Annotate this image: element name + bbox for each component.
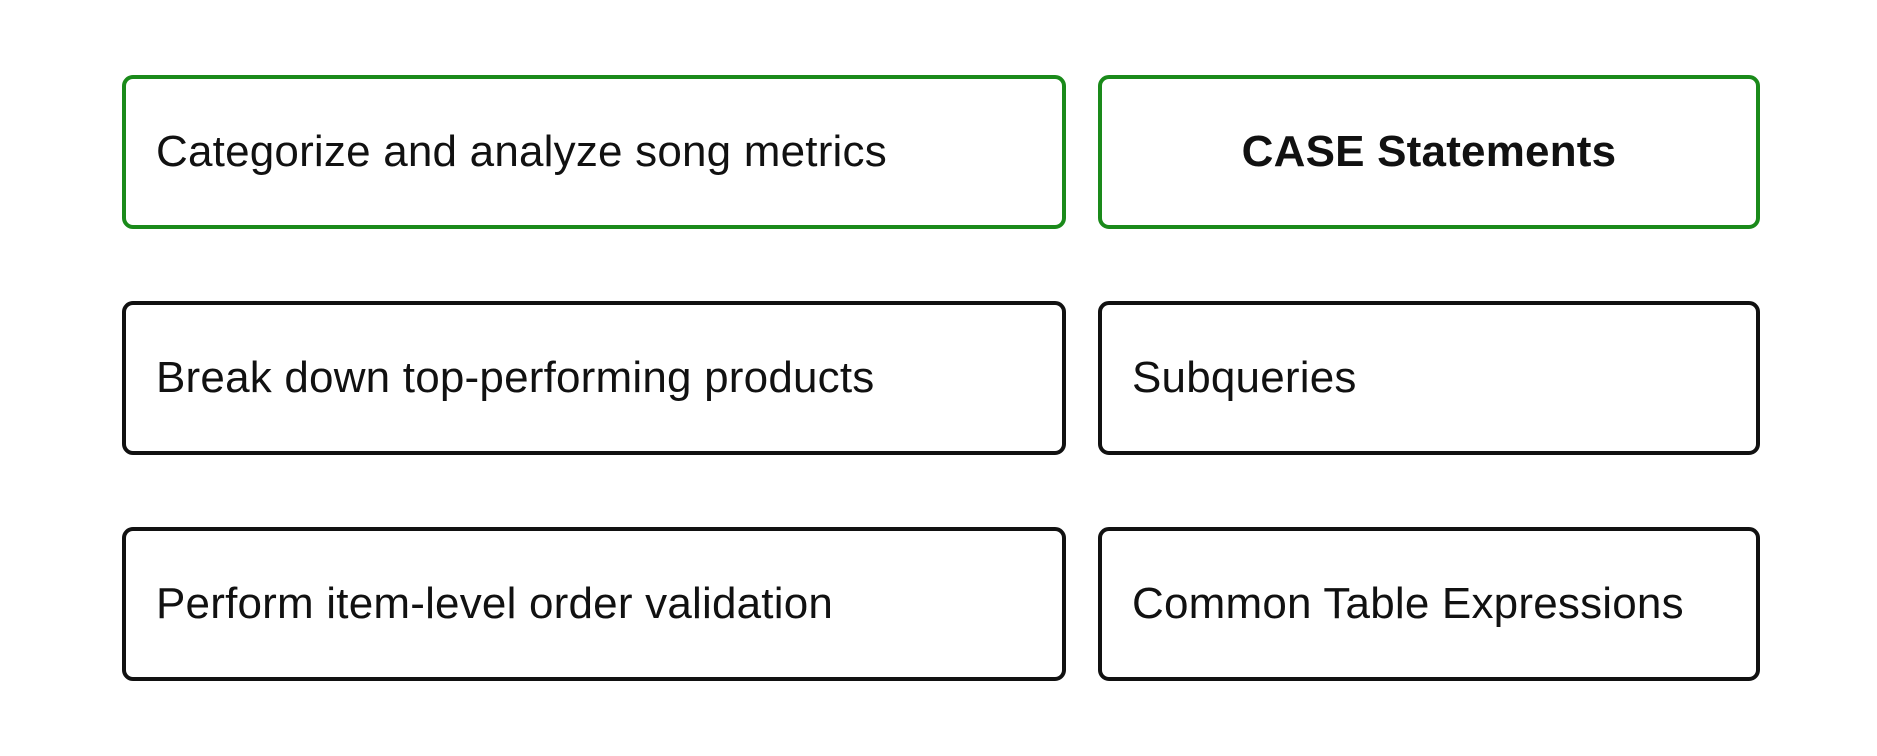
right-card-case-statements[interactable]: CASE Statements bbox=[1098, 75, 1760, 229]
left-card-label: Categorize and analyze song metrics bbox=[156, 126, 887, 176]
left-card-order-validation[interactable]: Perform item-level order validation bbox=[122, 527, 1066, 681]
right-card-label: Subqueries bbox=[1132, 352, 1357, 402]
left-card-top-products[interactable]: Break down top-performing products bbox=[122, 301, 1066, 455]
right-card-cte[interactable]: Common Table Expressions bbox=[1098, 527, 1760, 681]
right-card-label: CASE Statements bbox=[1241, 126, 1617, 176]
right-card-subqueries[interactable]: Subqueries bbox=[1098, 301, 1760, 455]
left-card-label: Perform item-level order validation bbox=[156, 578, 834, 628]
right-card-label: Common Table Expressions bbox=[1132, 578, 1684, 628]
left-card-song-metrics[interactable]: Categorize and analyze song metrics bbox=[122, 75, 1066, 229]
left-card-label: Break down top-performing products bbox=[156, 352, 875, 402]
